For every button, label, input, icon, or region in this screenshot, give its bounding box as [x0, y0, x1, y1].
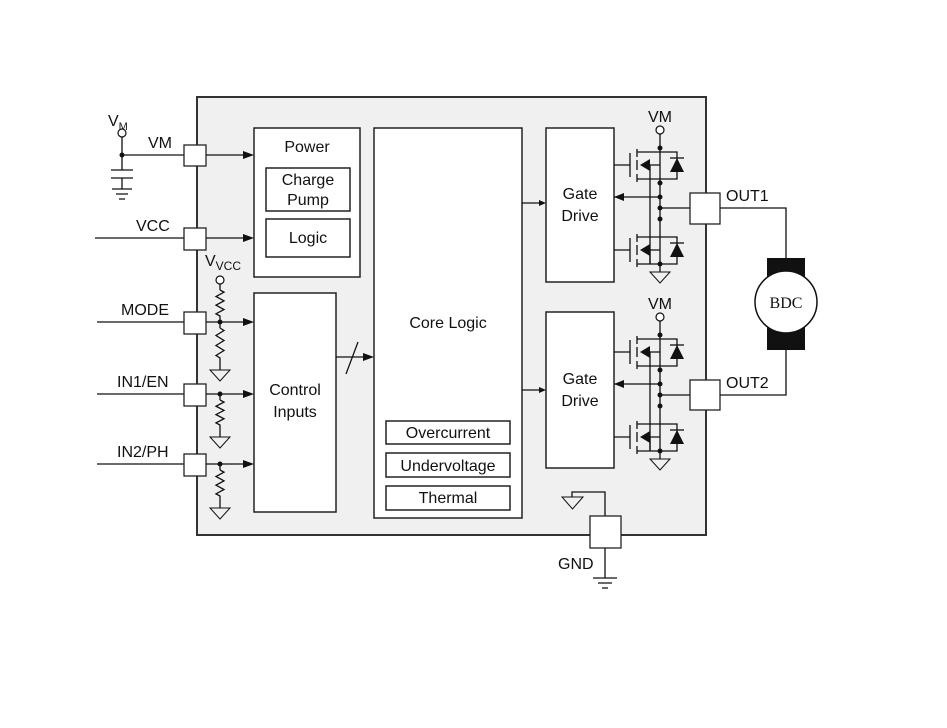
arrow-icon [539, 387, 546, 393]
arrow-icon [243, 390, 254, 398]
junction [657, 392, 663, 398]
vcc-pin [183, 227, 207, 251]
junction [657, 180, 663, 186]
control-label-2: Inputs [273, 404, 317, 421]
high-side-mosfet [614, 149, 660, 182]
vm-terminal [655, 312, 665, 322]
charge-pump-block [265, 167, 351, 212]
vvcc-label: VVCC [205, 253, 241, 273]
mosfet-arrow-icon [640, 159, 650, 171]
junction [217, 391, 223, 397]
motor-icon [754, 270, 818, 334]
vm-terminal [655, 125, 665, 135]
high-side-mosfet [614, 336, 660, 369]
junction [657, 381, 663, 387]
feedback-arrow-icon [614, 193, 624, 201]
thermal-label: Thermal [419, 490, 478, 507]
arrow-icon [539, 200, 546, 206]
undervoltage-block [385, 452, 511, 478]
junction [217, 319, 223, 325]
mode-pin-label: MODE [121, 302, 169, 319]
diode-icon [670, 158, 684, 172]
overcurrent-block [385, 420, 511, 445]
gnd-pin-label: GND [558, 556, 594, 573]
junction [217, 461, 223, 467]
power-label: Power [284, 139, 330, 156]
ground-icon [648, 458, 672, 471]
vm-supply-label: VM [108, 113, 128, 133]
ground-icon [208, 369, 232, 382]
gate-drive-1-block [545, 127, 615, 283]
arrow-icon [243, 460, 254, 468]
charge-pump-label-2: Pump [287, 192, 329, 209]
vm-label: VM [648, 109, 672, 126]
out2-pin-label: OUT2 [726, 375, 769, 392]
logic-block [265, 218, 351, 258]
vm-pin [183, 144, 207, 167]
junction [657, 194, 663, 200]
arrow-icon [243, 151, 254, 159]
mosfet-arrow-icon [640, 346, 650, 358]
diode-icon [670, 243, 684, 257]
ground-icon [208, 507, 232, 520]
gate-drive-2-block [545, 311, 615, 469]
undervoltage-label: Undervoltage [400, 458, 495, 475]
in1-pin [183, 383, 207, 407]
control-inputs-block [253, 292, 337, 513]
bus-slash [345, 341, 359, 375]
core-logic-label: Core Logic [409, 315, 486, 332]
diode-icon [670, 345, 684, 359]
junction [657, 332, 663, 338]
junction [657, 403, 663, 409]
junction [657, 145, 663, 151]
mode-pin [183, 311, 207, 335]
logic-label: Logic [289, 230, 327, 247]
gate-drive-2-label-1: Gate [563, 371, 598, 388]
gate-drive-2-label-2: Drive [561, 393, 598, 410]
diode-icon [670, 430, 684, 444]
out2-pin [689, 379, 721, 411]
control-label-1: Control [269, 382, 321, 399]
junction [119, 152, 125, 158]
pullup-resistor [214, 284, 226, 322]
thermal-block [385, 485, 511, 511]
overcurrent-label: Overcurrent [406, 425, 491, 442]
gate-drive-1-label-1: Gate [563, 186, 598, 203]
junction [657, 205, 663, 211]
arrow-icon [243, 318, 254, 326]
junction [657, 216, 663, 222]
vm-pin-label: VM [148, 135, 172, 152]
vvcc-terminal [215, 275, 225, 285]
out1-pin-label: OUT1 [726, 188, 769, 205]
in2-pin-label: IN2/PH [117, 444, 169, 461]
vm-label: VM [648, 296, 672, 313]
out1-to-motor-wire [720, 207, 787, 258]
in1-pin-label: IN1/EN [117, 374, 169, 391]
junction [657, 367, 663, 373]
ground-icon [208, 436, 232, 449]
motor-label: BDC [770, 295, 803, 312]
arrow-icon [243, 234, 254, 242]
internal-ground-wire [571, 491, 606, 516]
gnd-wire [593, 548, 617, 589]
feedback-arrow-icon [614, 380, 624, 388]
charge-pump-label-1: Charge [282, 172, 335, 189]
in2-pin [183, 453, 207, 477]
gate-drive-1-label-2: Drive [561, 208, 598, 225]
vm-supply-terminal [117, 128, 127, 138]
ground-icon [560, 496, 585, 510]
ground-icon [648, 271, 672, 284]
out1-pin [689, 192, 721, 225]
gnd-pin [589, 515, 622, 549]
mosfet-arrow-icon [640, 244, 650, 256]
vcc-pin-label: VCC [136, 218, 170, 235]
mosfet-arrow-icon [640, 431, 650, 443]
motor-to-out2-wire [720, 350, 787, 396]
arrow-icon [363, 353, 374, 361]
